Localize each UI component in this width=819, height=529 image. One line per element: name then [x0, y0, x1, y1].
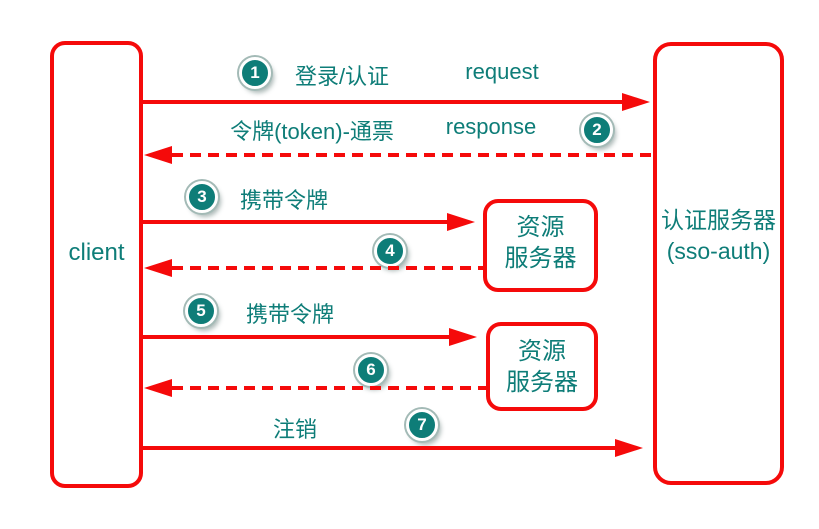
arrow-6-line: [172, 386, 486, 390]
node-resource-server-2: 资源 服务器: [486, 322, 598, 411]
step-4-number: 4: [385, 241, 395, 260]
node-client: client: [50, 41, 143, 488]
node-resource-server-1: 资源 服务器: [483, 199, 598, 292]
step-3-number: 3: [197, 187, 207, 206]
resource-server-1-subname: 服务器: [504, 244, 577, 272]
step-2-label: 令牌(token)-通票: [230, 119, 394, 144]
step-2-badge: 2: [581, 114, 613, 146]
step-6-badge: 6: [355, 354, 387, 386]
arrow-3-head-right: [447, 213, 475, 231]
step-3-badge: 3: [186, 181, 218, 213]
arrow-5-line: [143, 335, 449, 339]
step-2-sublabel: response: [445, 114, 537, 139]
client-label: client: [68, 238, 125, 266]
node-auth-server: 认证服务器 (sso-auth): [653, 42, 784, 485]
resource-server-1-name: 资源: [516, 213, 565, 241]
step-7-number: 7: [417, 415, 427, 434]
step-2-number: 2: [592, 120, 602, 139]
arrow-7-head-right: [615, 439, 643, 457]
step-1-label: 登录/认证: [294, 64, 390, 89]
step-1-number: 1: [250, 63, 260, 82]
arrow-3-line: [143, 220, 448, 224]
step-5-badge: 5: [185, 295, 217, 327]
step-7-label: 注销: [272, 417, 318, 442]
step-4-badge: 4: [374, 235, 406, 267]
step-5-label: 携带令牌: [245, 302, 335, 327]
auth-server-name: 认证服务器: [661, 206, 776, 233]
step-6-number: 6: [366, 360, 376, 379]
arrow-1-line: [143, 100, 623, 104]
step-5-number: 5: [196, 301, 206, 320]
arrow-2-line: [172, 153, 655, 157]
arrow-4-line: [172, 266, 483, 270]
arrow-6-head-left: [144, 379, 172, 397]
step-7-badge: 7: [406, 409, 438, 441]
auth-server-subname: (sso-auth): [666, 237, 771, 264]
arrow-2-head-left: [144, 146, 172, 164]
arrow-5-head-right: [449, 328, 477, 346]
step-1-badge: 1: [239, 57, 271, 89]
resource-server-2-name: 资源: [518, 337, 566, 365]
arrow-1-head-right: [622, 93, 650, 111]
step-3-label: 携带令牌: [239, 188, 329, 213]
arrow-7-line: [143, 446, 616, 450]
arrow-4-head-left: [144, 259, 172, 277]
resource-server-2-subname: 服务器: [506, 368, 578, 396]
step-1-sublabel: request: [465, 59, 539, 84]
